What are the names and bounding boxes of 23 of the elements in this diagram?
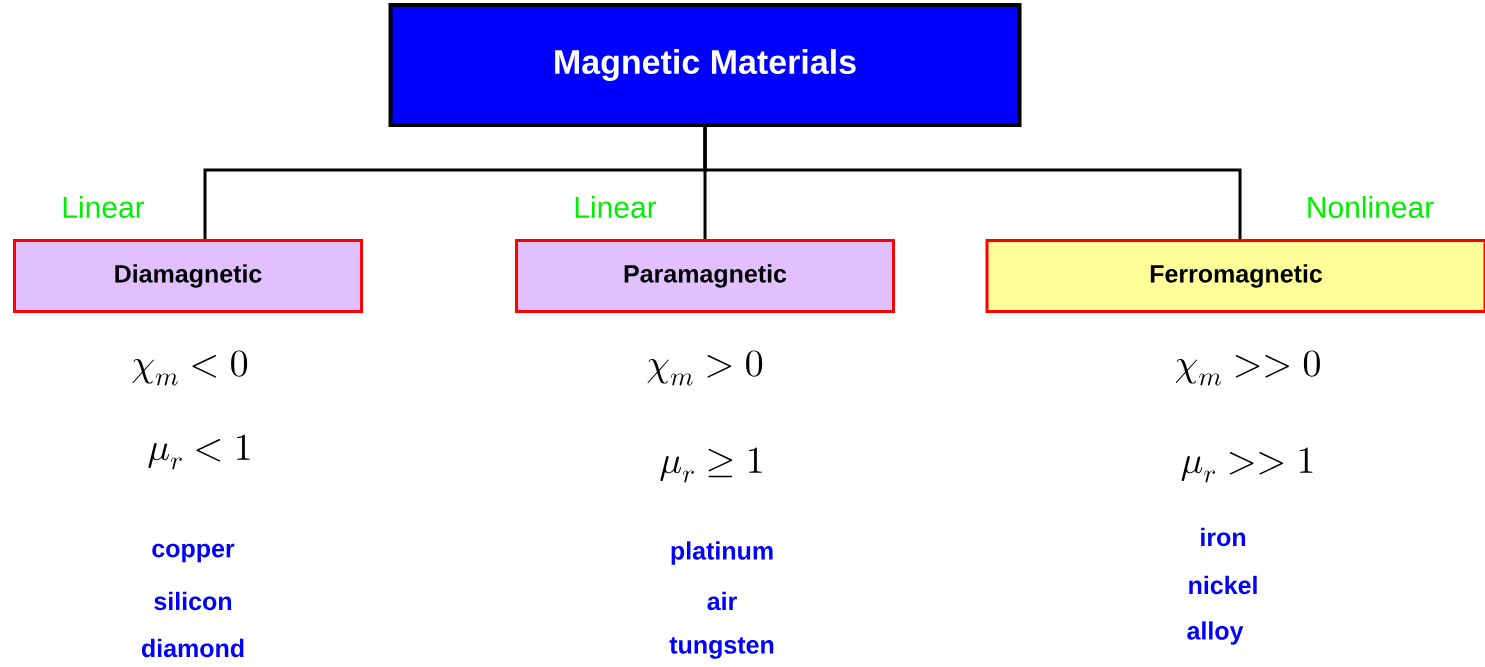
classification-label: Linear bbox=[575, 196, 657, 218]
formula: $\chi_{m} > 0$ bbox=[647, 350, 763, 386]
formula: $\mu_{r} >> 1$ bbox=[1181, 447, 1313, 483]
formula: $\chi_{m} < 0$ bbox=[132, 350, 248, 386]
material-name: iron bbox=[1201, 527, 1246, 547]
category-box: Ferromagnetic bbox=[985, 239, 1485, 313]
material-name: platinum bbox=[671, 541, 773, 565]
material-name: diamond bbox=[141, 638, 244, 658]
category-box: Paramagnetic bbox=[515, 239, 895, 313]
material-name: nickel bbox=[1189, 575, 1257, 595]
material-name: air bbox=[707, 591, 737, 611]
connector-line bbox=[703, 127, 1242, 239]
material-name: alloy bbox=[1187, 621, 1244, 645]
formula: $\chi_{m} >> 0$ bbox=[1175, 350, 1320, 386]
classification-label: Nonlinear bbox=[1308, 196, 1434, 218]
classification-label: Linear bbox=[63, 196, 145, 218]
category-box: Diamagnetic bbox=[13, 239, 363, 313]
category-box: Magnetic Materials bbox=[388, 3, 1022, 127]
material-name: silicon bbox=[154, 591, 232, 611]
material-name: copper bbox=[152, 543, 235, 563]
formula: $\mu_{r} \geq 1$ bbox=[660, 447, 762, 483]
formula: $\mu_{r} < 1$ bbox=[148, 434, 250, 470]
material-name: tungsten bbox=[669, 637, 774, 659]
